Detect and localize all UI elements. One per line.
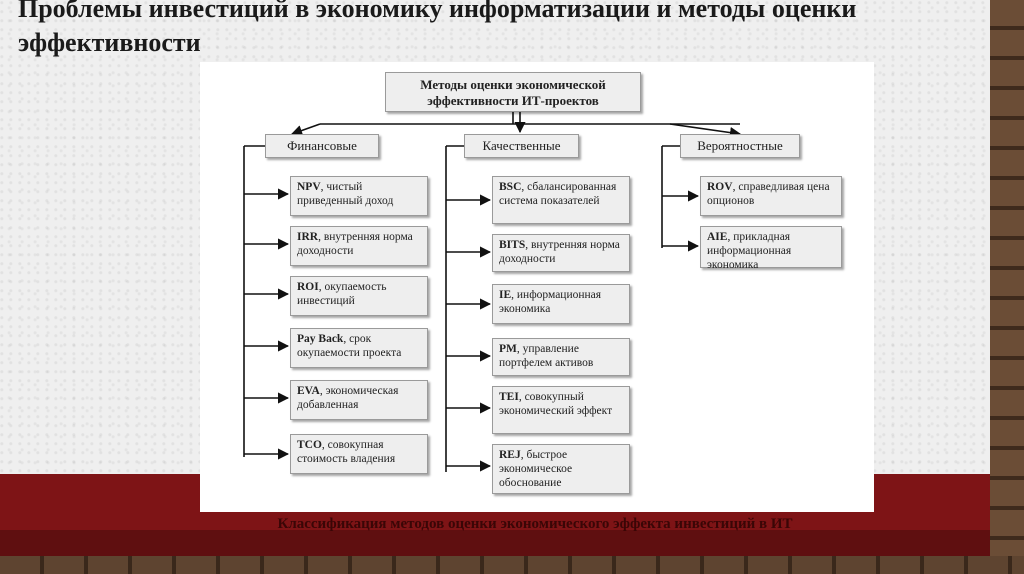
category-qualitative: Качественные bbox=[464, 134, 579, 158]
method-bsc: BSC, сбалансированная система показателе… bbox=[492, 176, 630, 224]
diagram-caption: Классификация методов оценки экономическ… bbox=[277, 516, 793, 532]
method-aie: AIE, прикладная информационная экономика bbox=[700, 226, 842, 271]
method-bits: BITS, внутренняя норма доходности bbox=[492, 234, 630, 272]
method-irr: IRR, внутренняя норма доходности bbox=[290, 226, 428, 266]
method-payback: Pay Back, срок окупаемости проекта bbox=[290, 328, 428, 368]
root-node: Методы оценки экономической эффективност… bbox=[385, 72, 641, 112]
brick-wall-bottom bbox=[0, 556, 1024, 574]
method-rej: REJ, быстрое экономическое обоснование bbox=[492, 444, 630, 494]
method-tei: TEI, совокупный экономический эффект bbox=[492, 386, 630, 434]
category-probabilistic: Вероятностные bbox=[680, 134, 800, 158]
category-financial: Финансовые bbox=[265, 134, 379, 158]
method-rov: ROV, справедливая цена опционов bbox=[700, 176, 842, 216]
method-pm: PM, управление портфелем активов bbox=[492, 338, 630, 376]
brick-wall-right bbox=[990, 0, 1024, 574]
connector-lines bbox=[243, 112, 742, 472]
method-tco: TCO, совокупная стоимость владения bbox=[290, 434, 428, 474]
method-roi: ROI, окупаемость инвестиций bbox=[290, 276, 428, 316]
method-npv: NPV, чистый приведенный доход bbox=[290, 176, 428, 216]
method-eva: EVA, экономическая добавленная bbox=[290, 380, 428, 420]
slide-background: Проблемы инвестиций в экономику информат… bbox=[0, 0, 992, 556]
caption-band-dark bbox=[0, 530, 990, 556]
slide-title: Проблемы инвестиций в экономику информат… bbox=[18, 0, 857, 57]
classification-diagram: Методы оценки экономической эффективност… bbox=[200, 62, 874, 512]
method-ie: IE, информационная экономика bbox=[492, 284, 630, 324]
